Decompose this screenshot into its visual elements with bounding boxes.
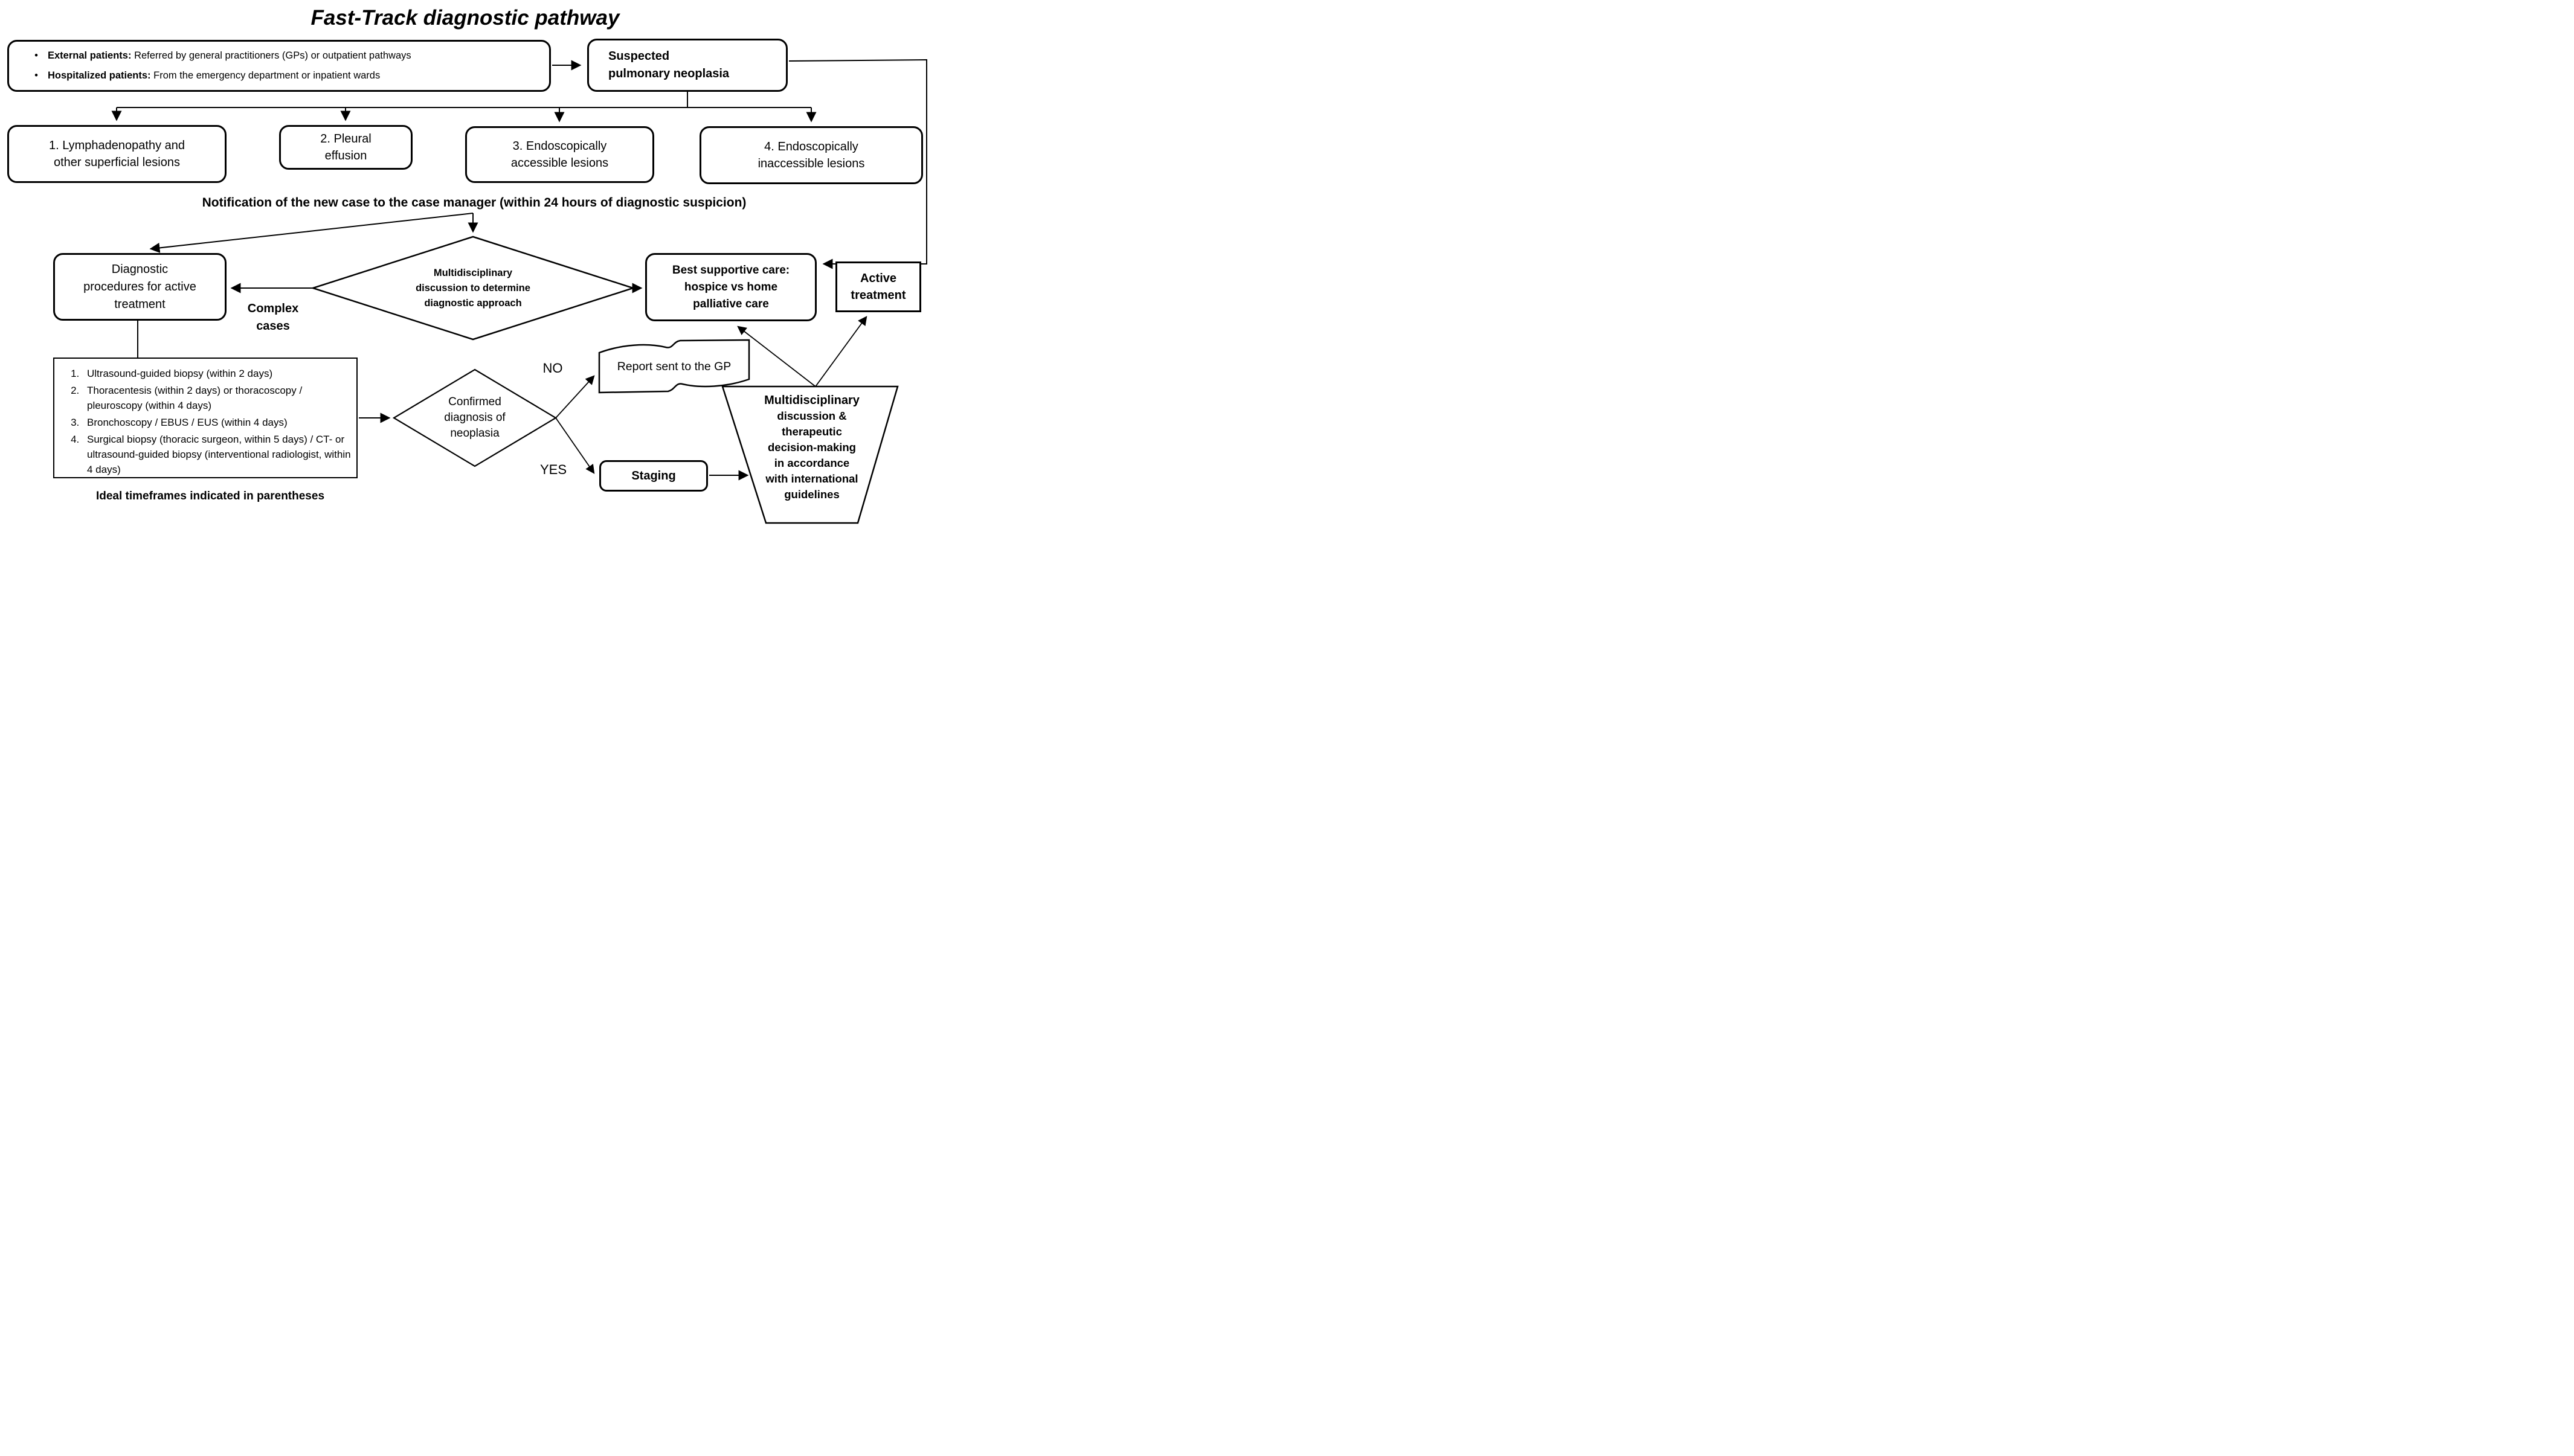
arrow-trapezoid-to-best-supportive — [737, 326, 816, 387]
category-4-text: 4. Endoscopically inaccessible lesions — [758, 140, 865, 170]
mdt-trapezoid-body: discussion & therapeutic decision-making… — [765, 409, 858, 501]
procedures-list-box: Ultrasound-guided biopsy (within 2 days)… — [53, 358, 358, 478]
bullet-label: Hospitalized patients: — [48, 70, 151, 81]
confirmed-diamond-shape — [392, 368, 558, 467]
arrow-no-branch — [555, 375, 595, 419]
confirmed-diamond-text: Confirmed diagnosis of neoplasia — [444, 396, 506, 440]
no-branch-label: NO — [542, 361, 563, 376]
arrow-yes-branch — [555, 417, 595, 474]
category-box-1: 1. Lymphadenopathy and other superficial… — [7, 125, 227, 183]
notification-text: Notification of the new case to the case… — [202, 196, 747, 210]
diagnostic-procedures-text: Diagnostic procedures for active treatme… — [83, 262, 196, 311]
staging-box: Staging — [599, 460, 708, 492]
mdt-trapezoid-title: Multidisciplinary — [764, 394, 860, 407]
diagnostic-procedures-box: Diagnostic procedures for active treatme… — [53, 253, 227, 321]
category-1-text: 1. Lymphadenopathy and other superficial… — [49, 139, 185, 169]
mdt-trapezoid-shape — [721, 385, 899, 524]
bullet-external-patients: • External patients: Referred by general… — [25, 46, 545, 66]
best-supportive-care-box: Best supportive care: hospice vs home pa… — [645, 253, 817, 321]
procedure-item: Bronchoscopy / EBUS / EUS (within 4 days… — [82, 415, 352, 430]
category-box-3: 3. Endoscopically accessible lesions — [465, 126, 654, 183]
complex-cases-label: Complex cases — [247, 302, 299, 333]
staging-text: Staging — [631, 469, 676, 483]
patient-sources-box: • External patients: Referred by general… — [7, 40, 551, 92]
page-title: Fast-Track diagnostic pathway — [310, 6, 620, 30]
category-3-text: 3. Endoscopically accessible lesions — [510, 140, 609, 170]
bullet-icon: • — [34, 50, 38, 61]
category-2-text: 2. Pleural effusion — [320, 132, 372, 162]
best-supportive-care-text: Best supportive care: hospice vs home pa… — [672, 263, 790, 310]
procedures-list: Ultrasound-guided biopsy (within 2 days)… — [54, 359, 356, 479]
active-treatment-text: Active treatment — [851, 272, 906, 302]
yes-branch-label: YES — [539, 462, 567, 477]
mdt-diamond-shape — [310, 236, 636, 341]
active-treatment-box: Active treatment — [835, 261, 921, 312]
bullet-icon: • — [34, 70, 38, 81]
arrow-trapezoid-to-active-treatment — [815, 316, 867, 387]
bullet-hospitalized-patients: • Hospitalized patients: From the emerge… — [25, 66, 545, 86]
flow-connectors — [111, 59, 927, 524]
arrow-notification-to-diagnostic — [149, 213, 474, 253]
bullet-text: Referred by general practitioners (GPs) … — [134, 50, 411, 61]
mdt-diamond-text: Multidisciplinary discussion to determin… — [416, 267, 530, 309]
report-flag-shape — [598, 339, 750, 394]
mdt-trapezoid-text: Multidisciplinary discussion & therapeut… — [735, 393, 889, 519]
category-box-4: 4. Endoscopically inaccessible lesions — [700, 126, 923, 184]
bullet-label: External patients: — [48, 50, 132, 61]
procedure-item: Thoracentesis (within 2 days) or thoraco… — [82, 383, 352, 413]
report-flag-text: Report sent to the GP — [617, 359, 732, 373]
procedure-item: Ultrasound-guided biopsy (within 2 days) — [82, 366, 352, 381]
suspected-neoplasia-box: Suspected pulmonary neoplasia — [587, 39, 788, 92]
bullet-text: From the emergency department or inpatie… — [153, 70, 381, 81]
flowchart-canvas: Fast-Track diagnostic pathway • External… — [0, 0, 933, 528]
category-box-2: 2. Pleural effusion — [279, 125, 413, 170]
procedure-item: Surgical biopsy (thoracic surgeon, withi… — [82, 432, 352, 477]
timeframes-footnote: Ideal timeframes indicated in parenthese… — [95, 490, 325, 502]
suspected-neoplasia-text: Suspected pulmonary neoplasia — [608, 50, 730, 80]
